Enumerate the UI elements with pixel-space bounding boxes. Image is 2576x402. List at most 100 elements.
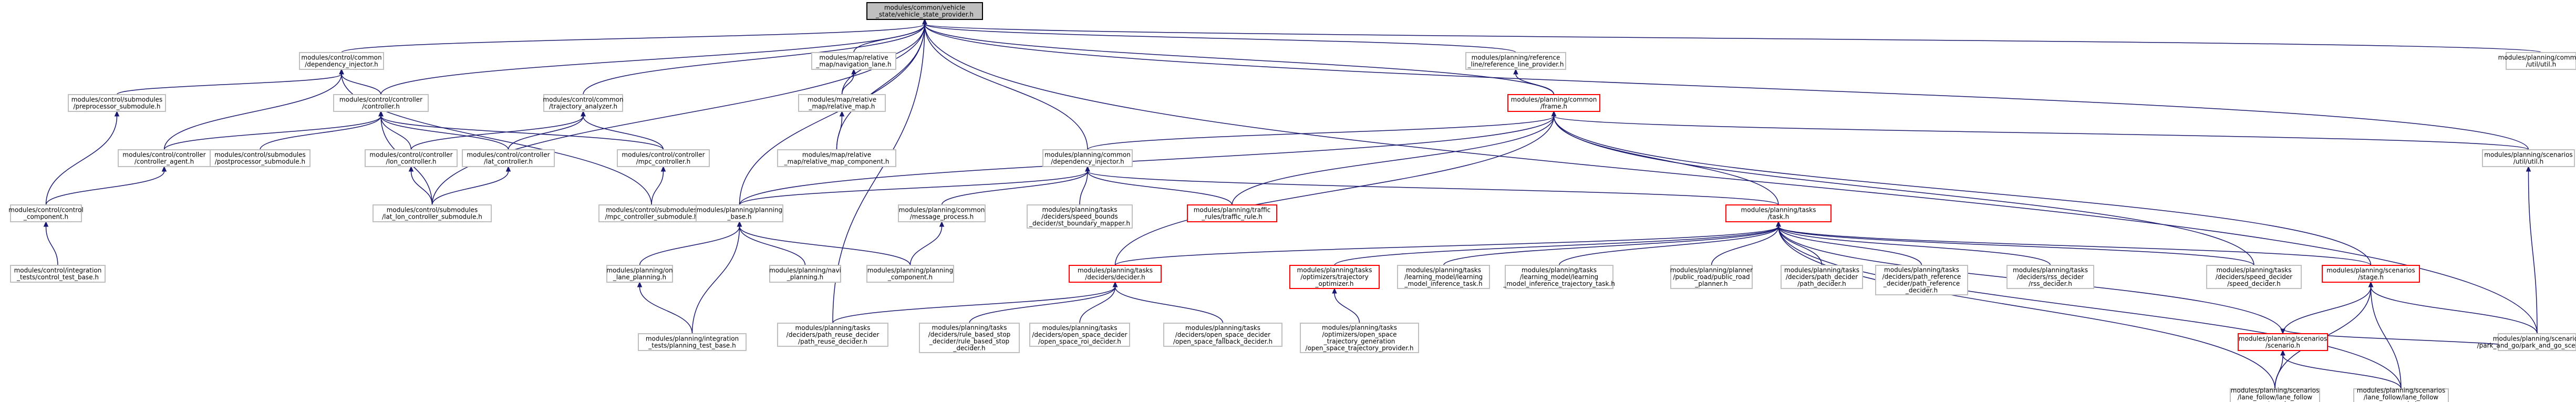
node-label-line: modules/planning/reference xyxy=(1472,54,1560,61)
node-label-line: /preprocessor_submodule.h xyxy=(74,103,161,110)
file-node-n-relative-map-component[interactable]: modules/map/relative_map/relative_map_co… xyxy=(777,149,896,167)
dependency-edge xyxy=(739,226,806,266)
file-node-n-mpc-controller[interactable]: modules/control/controller/mpc_controlle… xyxy=(617,149,710,167)
dependency-arrowhead xyxy=(1551,110,1557,117)
file-node-n-open-space-fallback[interactable]: modules/planning/tasks/deciders/open_spa… xyxy=(1163,323,1282,347)
file-node-n-lon-controller[interactable]: modules/control/controller/lon_controlle… xyxy=(365,149,458,167)
file-node-n-util[interactable]: modules/planning/common/util/util.h xyxy=(2498,52,2576,70)
file-node-n-traffic-rule[interactable]: modules/planning/traffic_rules/traffic_r… xyxy=(1187,204,1277,222)
file-node-n-relative-map[interactable]: modules/map/relative_map/relative_map.h xyxy=(798,94,886,112)
dependency-edge xyxy=(431,171,509,205)
dependency-edge xyxy=(2528,171,2538,334)
file-node-n-planning-component[interactable]: modules/planning/planning_component.h xyxy=(866,265,954,283)
file-node-n-planning-base[interactable]: modules/planning/planning_base.h xyxy=(696,204,783,222)
node-box xyxy=(606,265,673,283)
file-node-n-path-decider[interactable]: modules/planning/tasks/deciders/path_dec… xyxy=(1781,265,1863,289)
node-label-line: _base.h xyxy=(727,213,751,221)
node-box xyxy=(1781,265,1863,289)
node-box xyxy=(365,149,458,167)
node-label-line: _stage.h xyxy=(2261,400,2289,402)
file-node-n-open-space-roi[interactable]: modules/planning/tasks/deciders/open_spa… xyxy=(1029,323,1130,347)
file-node-n-learning-model-traj-task[interactable]: modules/planning/tasks/learning_model/le… xyxy=(1503,265,1615,289)
file-node-n-reference-line-provider[interactable]: modules/planning/reference_line/referenc… xyxy=(1465,52,1566,70)
node-label-line: _decider/st_boundary_mapper.h xyxy=(1029,220,1130,227)
file-node-n-public-road-planner[interactable]: modules/planning/planner/public_road/pub… xyxy=(1670,265,1753,289)
node-label-line: modules/control/control xyxy=(8,207,84,214)
node-label-line: _tests/planning_test_base.h xyxy=(648,342,736,349)
node-label-line: /path_decider.h xyxy=(1797,280,1846,287)
node-box xyxy=(2206,265,2302,289)
node-box xyxy=(333,94,429,112)
file-node-n-path-reference-decider[interactable]: modules/planning/tasks/deciders/path_ref… xyxy=(1875,265,1968,295)
file-node-n-navi-planning[interactable]: modules/planning/navi_planning.h xyxy=(769,265,841,283)
file-node-n-decider[interactable]: modules/planning/tasks/deciders/decider.… xyxy=(1069,265,1162,283)
file-node-n-controller-agent[interactable]: modules/control/controller/controller_ag… xyxy=(118,149,211,167)
file-node-n-planning-test-base[interactable]: modules/planning/integration_tests/plann… xyxy=(638,333,747,351)
dependency-edge xyxy=(380,116,412,150)
node-label-line: modules/planning/tasks xyxy=(1884,266,1959,274)
dependency-edge xyxy=(410,171,433,205)
dependency-edge xyxy=(1778,226,2372,266)
node-box xyxy=(2006,265,2094,289)
file-node-n-navigation-lane[interactable]: modules/map/relative_map/navigation_lane… xyxy=(811,52,896,70)
file-node-n-rule-based-stop[interactable]: modules/planning/tasks/deciders/rule_bas… xyxy=(919,323,1020,353)
file-node-n-task[interactable]: modules/planning/tasks/task.h xyxy=(1725,204,1832,222)
dependency-edge xyxy=(924,24,2542,53)
file-node-n-lane-follow-stage[interactable]: modules/planning/scenarios/lane_follow/l… xyxy=(2230,387,2320,402)
dependency-edge xyxy=(1087,116,1555,150)
file-node-n-dep-injector-control[interactable]: modules/control/common/dependency_inject… xyxy=(299,52,384,70)
node-label-line: _lane_planning.h xyxy=(613,274,666,281)
file-node-n-lane-follow-scenario[interactable]: modules/planning/scenarios/lane_follow/l… xyxy=(2353,387,2449,402)
file-node-n-frame[interactable]: modules/planning/common/frame.h xyxy=(1507,94,1600,112)
dependency-arrowhead xyxy=(378,110,384,117)
node-box xyxy=(1397,265,1490,289)
file-node-n-stage[interactable]: modules/planning/scenarios/stage.h xyxy=(2322,265,2420,283)
file-node-n-lat-lon-sub[interactable]: modules/control/submodules/lat_lon_contr… xyxy=(373,204,492,222)
file-node-n-dep-injector-planning[interactable]: modules/planning/common/dependency_injec… xyxy=(1042,149,1133,167)
file-node-n-scenario[interactable]: modules/planning/scenarios/scenario.h xyxy=(2238,333,2328,351)
node-label-line: modules/control/common xyxy=(301,54,381,61)
dependency-edge xyxy=(909,226,943,266)
file-node-n-path-reuse-decider[interactable]: modules/planning/tasks/deciders/path_reu… xyxy=(777,323,888,347)
node-label-line: modules/planning/scenarios xyxy=(2357,387,2445,394)
file-node-n-control-test-base[interactable]: modules/control/integration_tests/contro… xyxy=(10,265,106,283)
file-node-n-park-and-go[interactable]: modules/planning/scenarios/park_and_go/p… xyxy=(2477,333,2576,351)
file-node-n-trajectory-analyzer[interactable]: modules/control/common/trajectory_analyz… xyxy=(543,94,624,112)
node-box xyxy=(1875,265,1968,295)
node-label-line: /path_reuse_decider.h xyxy=(798,338,867,345)
file-node-n-message-process[interactable]: modules/planning/common/message_process.… xyxy=(898,204,986,222)
node-label-line: modules/control/common xyxy=(543,96,623,104)
dependency-edge xyxy=(691,226,740,334)
file-node-n-learning-model-task[interactable]: modules/planning/tasks/learning_model/le… xyxy=(1397,265,1490,289)
file-node-n-controller[interactable]: modules/control/controller/controller.h xyxy=(333,94,429,112)
file-node-n-mpc-sub[interactable]: modules/control/submodules/mpc_controlle… xyxy=(598,204,705,222)
dependency-edge xyxy=(832,286,1116,324)
file-node-n-on-lane-planning[interactable]: modules/planning/on_lane_planning.h xyxy=(606,265,673,283)
file-node-n-st-boundary-mapper[interactable]: modules/planning/tasks/deciders/speed_bo… xyxy=(1027,204,1133,229)
dependency-edge xyxy=(341,74,652,205)
file-node-n-speed-decider[interactable]: modules/planning/tasks/deciders/speed_de… xyxy=(2206,265,2302,289)
dependency-edge xyxy=(380,116,509,150)
node-box xyxy=(2482,149,2575,167)
file-node-n-rss-decider[interactable]: modules/planning/tasks/deciders/rss_deci… xyxy=(2006,265,2094,289)
dependency-edge xyxy=(508,116,584,150)
dependency-edge xyxy=(431,24,925,205)
file-node-n-postprocessor-sub[interactable]: modules/control/submodules/postprocessor… xyxy=(210,149,311,167)
file-node-n-control-component[interactable]: modules/control/control_component.h xyxy=(8,204,84,222)
node-label-line: /speed_decider.h xyxy=(2227,280,2280,287)
node-box xyxy=(696,204,783,222)
node-label-line: _map/relative_map_component.h xyxy=(784,158,889,166)
node-label-line: modules/planning/tasks xyxy=(1185,324,1260,332)
file-node-root[interactable]: modules/common/vehicle_state/vehicle_sta… xyxy=(866,2,983,20)
node-label-line: /task.h xyxy=(1768,213,1789,221)
node-label-line: /lat_lon_controller_submodule.h xyxy=(382,213,482,221)
file-node-n-lat-controller[interactable]: modules/control/controller/lat_controlle… xyxy=(462,149,555,167)
file-node-n-preprocessor-sub[interactable]: modules/control/submodules/preprocessor_… xyxy=(68,94,166,112)
file-node-n-trajectory-optimizer[interactable]: modules/planning/tasks/optimizers/trajec… xyxy=(1289,265,1380,289)
node-label-line: modules/planning/navi xyxy=(769,267,841,274)
file-node-n-open-space-traj-provider[interactable]: modules/planning/tasks/optimizers/open_s… xyxy=(1300,323,1419,353)
node-label-line: _line/reference_line_provider.h xyxy=(1467,61,1564,68)
node-label-line: modules/planning/tasks xyxy=(795,324,871,332)
node-box xyxy=(1725,204,1832,222)
file-node-n-scenario-util[interactable]: modules/planning/scenarios/util/util.h xyxy=(2482,149,2575,167)
